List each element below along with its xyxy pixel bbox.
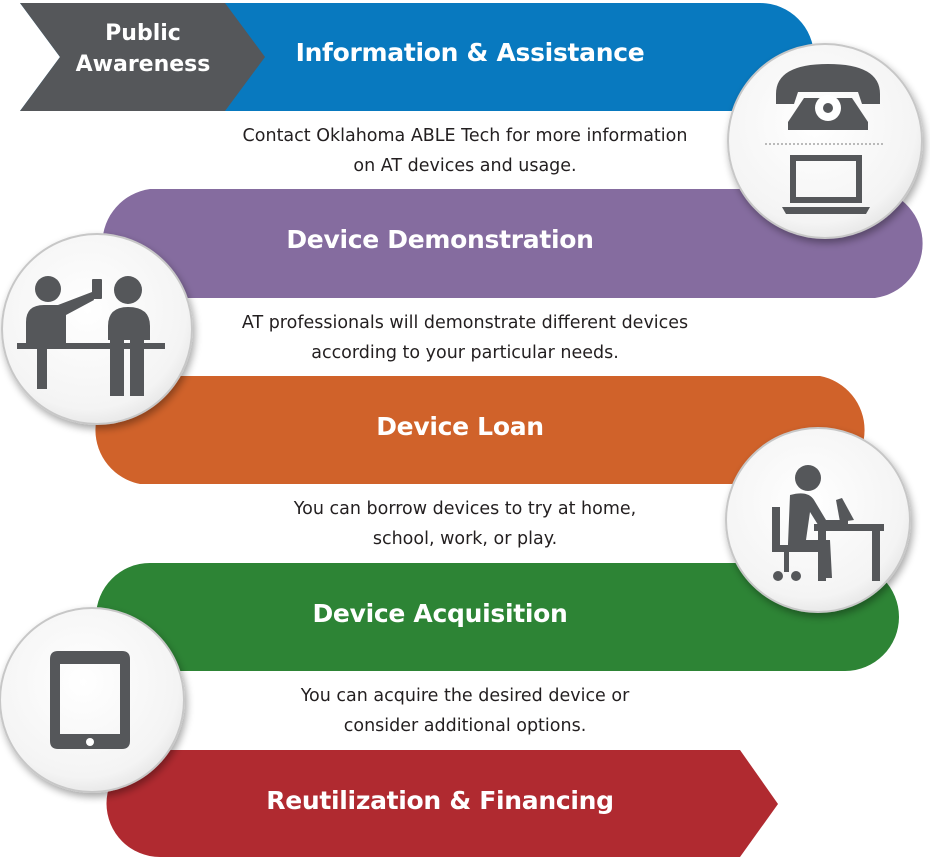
step-title-device-loan: Device Loan <box>376 412 544 441</box>
step-title-device-acquisition: Device Acquisition <box>312 599 568 628</box>
laptop-icon <box>782 155 870 214</box>
desc-line: school, work, or play. <box>372 529 558 549</box>
acquisition-icon-circle <box>0 607 185 793</box>
demonstration-people-icon <box>17 276 165 396</box>
desc-line: AT professionals will demonstrate differ… <box>241 313 689 333</box>
tag-line-1: Public <box>105 21 181 46</box>
telephone-icon <box>776 64 880 130</box>
tablet-icon <box>50 651 130 749</box>
band-device-acquisition <box>96 563 899 671</box>
desc-line: Contact Oklahoma ABLE Tech for more info… <box>242 126 688 146</box>
desc-line: You can borrow devices to try at home, <box>293 499 637 519</box>
band-device-demonstration <box>102 189 923 298</box>
desc-line: according to your particular needs. <box>311 343 619 363</box>
step-title-reutilization-financing: Reutilization & Financing <box>266 786 614 815</box>
step-desc-device-demonstration: AT professionals will demonstrate differ… <box>190 308 740 368</box>
band-reutilization-financing <box>106 750 778 857</box>
band-device-loan <box>95 376 865 484</box>
public-awareness-tag <box>20 3 265 111</box>
step-title-information-assistance: Information & Assistance <box>295 38 645 67</box>
tag-line-2: Awareness <box>75 52 211 77</box>
person-at-desk-icon <box>772 465 884 581</box>
step-desc-device-acquisition: You can acquire the desired device or co… <box>190 681 740 741</box>
desc-line: consider additional options. <box>343 716 587 736</box>
desc-line: on AT devices and usage. <box>353 156 577 176</box>
step-desc-information-assistance: Contact Oklahoma ABLE Tech for more info… <box>190 121 740 181</box>
step-desc-device-loan: You can borrow devices to try at home, s… <box>190 494 740 554</box>
public-awareness-label: Public Awareness <box>58 18 228 80</box>
step-title-device-demonstration: Device Demonstration <box>286 225 594 254</box>
desc-line: You can acquire the desired device or <box>300 686 630 706</box>
